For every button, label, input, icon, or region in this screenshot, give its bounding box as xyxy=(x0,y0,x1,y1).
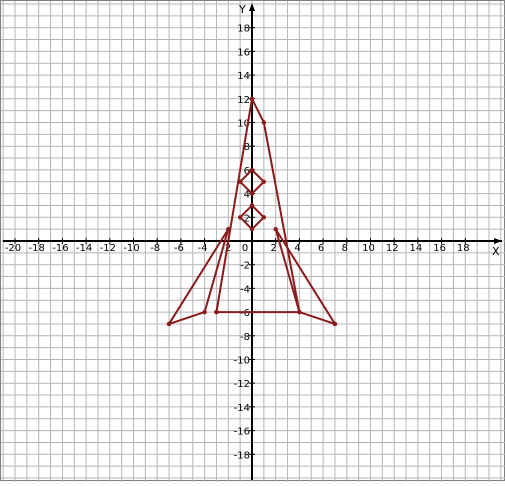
data-point xyxy=(249,191,255,196)
data-point xyxy=(202,309,207,315)
y-tick-label: 12 xyxy=(237,95,250,106)
x-tick-label: 0 xyxy=(242,243,248,254)
y-axis-label: Y xyxy=(238,3,246,16)
x-tick-label: 2 xyxy=(271,243,277,254)
y-tick-label: -14 xyxy=(234,403,250,414)
y-tick-label: 2 xyxy=(244,213,250,224)
data-point xyxy=(214,309,219,315)
data-point xyxy=(249,203,255,208)
data-point xyxy=(249,226,255,232)
x-tick-label: 12 xyxy=(386,243,399,254)
data-point xyxy=(249,96,255,102)
series-line-3 xyxy=(274,228,336,325)
data-series xyxy=(166,96,338,327)
data-point xyxy=(332,321,338,327)
x-tick-label: -6 xyxy=(174,243,184,254)
x-axis-arrow-icon xyxy=(494,238,502,244)
x-tick-label: 18 xyxy=(457,243,470,254)
x-tick-label: 6 xyxy=(318,243,324,254)
x-axis-label: X xyxy=(492,245,500,258)
y-tick-label: 8 xyxy=(244,142,250,153)
x-tick-label: -8 xyxy=(150,243,160,254)
x-tick-label: 14 xyxy=(410,243,423,254)
series-line-2 xyxy=(168,228,230,325)
y-tick-label: 4 xyxy=(244,190,250,201)
data-point xyxy=(273,226,278,232)
x-tick-label: -18 xyxy=(29,243,45,254)
x-tick-label: 16 xyxy=(433,243,446,254)
y-tick-label: 18 xyxy=(237,24,250,35)
y-tick-label: -10 xyxy=(234,356,250,367)
x-tick-label: -20 xyxy=(5,243,21,254)
x-tick-label: -16 xyxy=(52,243,68,254)
data-point xyxy=(261,120,267,125)
y-tick-label: -8 xyxy=(240,332,250,343)
y-tick-label: -18 xyxy=(234,450,250,461)
x-tick-label: 8 xyxy=(342,243,348,254)
x-tick-label: -4 xyxy=(198,243,208,254)
y-tick-label: -16 xyxy=(234,427,250,438)
y-tick-label: -6 xyxy=(240,308,250,319)
y-tick-label: -4 xyxy=(240,284,250,295)
data-point xyxy=(261,215,267,220)
x-tick-label: 4 xyxy=(294,243,300,254)
x-tick-label: -12 xyxy=(100,243,116,254)
y-tick-label: 16 xyxy=(237,47,250,58)
data-point xyxy=(237,179,243,184)
y-tick-label: 6 xyxy=(244,166,250,177)
data-point xyxy=(261,179,267,184)
data-point xyxy=(249,167,255,173)
x-tick-label: 10 xyxy=(362,243,375,254)
y-tick-label: 10 xyxy=(237,119,250,130)
x-tick-label: -10 xyxy=(123,243,139,254)
data-point xyxy=(237,215,243,220)
y-tick-label: -2 xyxy=(240,261,250,272)
y-tick-label: 14 xyxy=(237,71,250,82)
y-tick-label: -12 xyxy=(234,379,250,390)
y-axis-arrow-icon xyxy=(249,3,255,11)
data-point xyxy=(297,309,302,315)
data-point xyxy=(226,226,231,232)
data-point xyxy=(166,321,172,327)
x-tick-label: -14 xyxy=(76,243,92,254)
